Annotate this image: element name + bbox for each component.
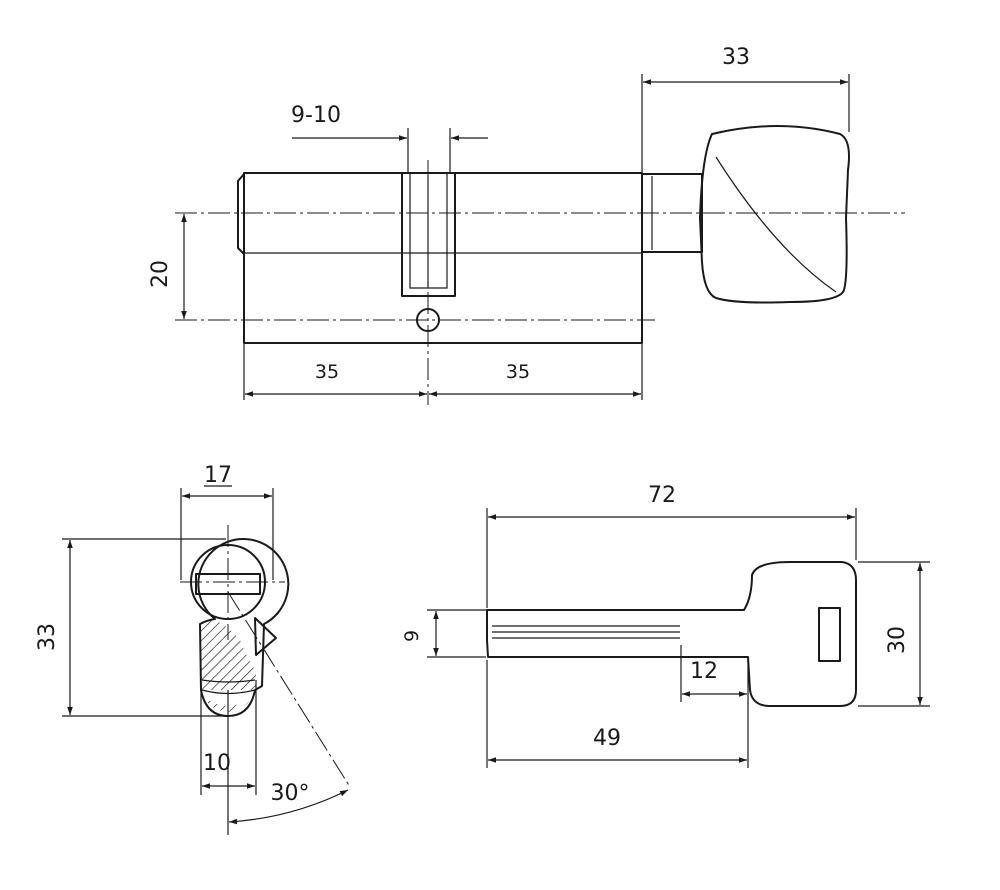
- dim-label-key-shoulder: 12: [690, 659, 718, 684]
- dimension-profile-33: 33: [35, 538, 226, 717]
- dim-label-profile-width: 17: [204, 463, 232, 488]
- cylinder-profile-view: [180, 525, 351, 788]
- key-view: [486, 561, 857, 707]
- dim-label-cam: 9-10: [291, 103, 341, 128]
- dim-label-key-blade-height: 9: [401, 630, 423, 642]
- dimension-profile-10: 10: [200, 690, 257, 795]
- dimension-angle-30: 30°: [227, 690, 349, 835]
- dim-label-height: 20: [148, 260, 173, 288]
- dim-label-angle: 30°: [271, 781, 310, 806]
- dim-label-left-length: 35: [315, 361, 339, 383]
- dimension-key-9: 9: [401, 609, 486, 658]
- dim-label-knob: 33: [722, 45, 750, 70]
- dimension-key-12: 12: [680, 645, 749, 702]
- dimension-height-20: 20: [148, 214, 187, 319]
- dimension-length-35-35: 35 35: [243, 344, 643, 400]
- dimension-key-49: 49: [486, 660, 749, 768]
- dimension-cam-9-10: 9-10: [291, 103, 488, 172]
- dimension-profile-17: 17: [180, 463, 274, 580]
- dim-label-profile-bottom: 10: [203, 751, 231, 776]
- dim-label-key-head-height: 30: [885, 626, 910, 654]
- dim-label-key-blade-length: 49: [593, 726, 621, 751]
- dimension-key-30: 30: [858, 561, 930, 707]
- cylinder-side-view: [175, 125, 905, 405]
- dim-label-key-length: 72: [648, 483, 676, 508]
- dimension-knob-33: 33: [641, 45, 850, 172]
- dim-label-right-length: 35: [506, 361, 530, 383]
- dimension-key-72: 72: [486, 483, 857, 608]
- dim-label-profile-height: 33: [35, 623, 60, 651]
